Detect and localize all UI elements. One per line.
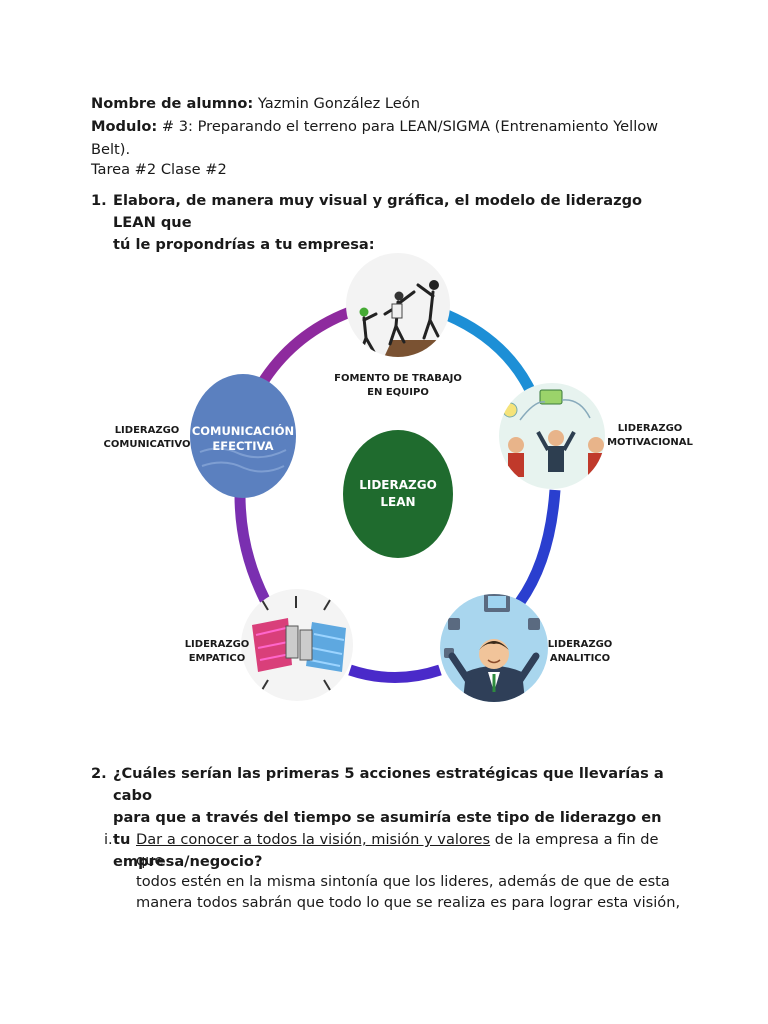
motivational-node: LIDERAZGO MOTIVACIONAL [499,383,694,489]
student-name: Yazmin González León [253,95,420,112]
teamwork-label-2: EN EQUIPO [367,387,429,398]
analytical-node: LIDERAZGO ANALITICO [440,594,613,702]
module-line: Modulo: # 3: Preparando el terreno para … [91,115,691,138]
teamwork-label-1: FOMENTO DE TRABAJO [334,373,462,384]
answer-item-1-numeral: i. [104,831,113,848]
answer-item-1-rest: de la empresa a fin de que [136,831,659,869]
teamwork-node: FOMENTO DE TRABAJO EN EQUIPO [334,253,462,398]
center-label-2: LEAN [380,495,415,509]
student-name-line: Nombre de alumno: Yazmin González León [91,92,691,115]
question-1-number: 1. [91,192,107,209]
question-2-line-3: empresa/negocio? [113,853,263,870]
center-label-1: LIDERAZGO [359,478,437,492]
analytical-illustration [444,594,540,702]
lean-leadership-diagram: LIDERAZGO LEAN FOMENTO [104,253,694,702]
empathic-node: LIDERAZGO EMPATICO [185,589,353,701]
motivational-label-2: MOTIVACIONAL [607,437,693,448]
question-2-line-2: para que a través del tiempo se asumiría… [113,809,662,848]
module-label: Modulo: [91,118,158,135]
analytical-label-1: LIDERAZGO [548,639,613,650]
communication-node-label-1: COMUNICACIÓN [192,423,294,438]
task-line: Tarea #2 Clase #2 [91,161,227,178]
empathic-label-1: LIDERAZGO [185,639,250,650]
question-1-line-2: tú le propondrías a tu empresa: [113,236,375,253]
cycle-ring [234,306,561,683]
module-line-cont: Belt). [91,141,131,158]
empathic-illustration [252,596,346,691]
answer-item-1-line-2: todos estén en la misma sintonía que los… [136,873,670,890]
communicative-label-2: COMUNICATIVO [104,439,191,450]
answer-item-1-line-1: Dar a conocer a todos la visión, misión … [136,829,686,871]
answer-item-1-underlined: Dar a conocer a todos la visión, misión … [136,831,491,848]
question-1-line-1: Elabora, de manera muy visual y gráfica,… [113,192,643,231]
communicative-label-1: LIDERAZGO [115,425,180,436]
communication-circle [190,374,296,498]
center-circle [343,430,453,558]
student-label: Nombre de alumno: [91,95,254,112]
question-2-line-1: ¿Cuáles serían las primeras 5 acciones e… [113,765,664,804]
module-value: # 3: Preparando el terreno para LEAN/SIG… [157,118,659,135]
question-2-number: 2. [91,765,107,782]
communication-node-label-2: EFECTIVA [212,439,273,453]
center-node: LIDERAZGO LEAN [343,430,453,558]
answer-item-1-line-3: manera todos sabrán que todo lo que se r… [136,894,681,911]
empathic-label-2: EMPATICO [189,653,246,664]
analytical-label-2: ANALITICO [550,653,610,664]
motivational-label-1: LIDERAZGO [618,423,683,434]
communication-node: COMUNICACIÓN EFECTIVA LIDERAZGO COMUNICA… [104,374,296,498]
